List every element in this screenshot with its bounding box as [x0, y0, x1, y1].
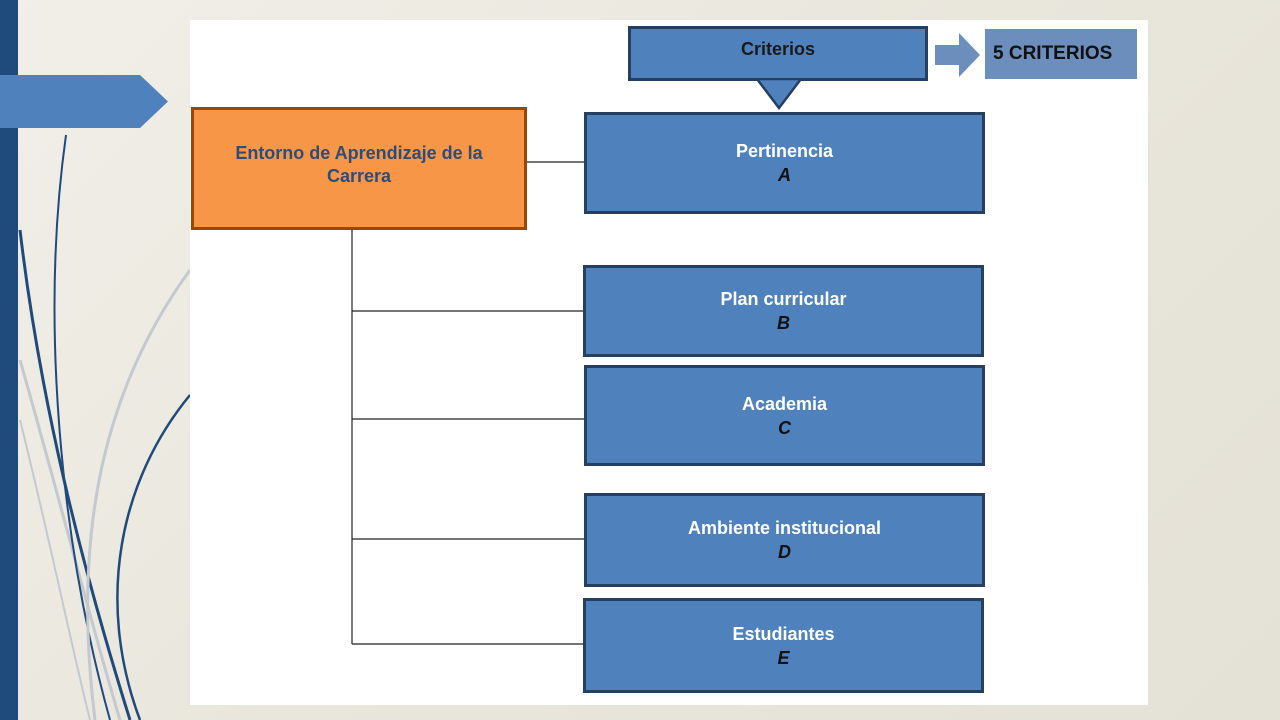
- criterion-node-a: Pertinencia A: [584, 112, 985, 214]
- right-arrow-icon: [935, 33, 980, 77]
- left-accent-bar: [0, 0, 18, 720]
- decorative-swirls: [18, 134, 192, 720]
- criterion-code: B: [777, 313, 790, 333]
- root-node-label: Entorno de Aprendizaje de la Carrera: [235, 143, 483, 186]
- criteria-header-label: Criterios: [740, 39, 816, 59]
- criterion-name: Ambiente institucional: [687, 518, 882, 538]
- criterion-name: Plan curricular: [720, 289, 847, 309]
- decorative-arrow-shape: [0, 75, 168, 128]
- criterion-node-b: Plan curricular B: [583, 265, 984, 357]
- criteria-count-label: 5 CRITERIOS: [993, 43, 1113, 64]
- criteria-count-box: 5 CRITERIOS: [985, 29, 1137, 79]
- criterion-code: D: [778, 542, 791, 562]
- criterion-name: Academia: [741, 393, 828, 414]
- root-node: Entorno de Aprendizaje de la Carrera: [191, 107, 527, 230]
- criterion-node-e: Estudiantes E: [583, 598, 984, 693]
- criterion-code: A: [778, 165, 791, 185]
- criterion-node-d: Ambiente institucional D: [584, 493, 985, 587]
- criterion-name: Pertinencia: [735, 141, 834, 161]
- down-arrow-icon: [755, 78, 803, 110]
- criteria-header-box: Criterios: [628, 26, 928, 81]
- criterion-node-c: Academia C: [584, 365, 985, 466]
- diagram-canvas: Entorno de Aprendizaje de la Carrera Cri…: [190, 20, 1148, 705]
- criterion-code: E: [777, 647, 790, 668]
- criterion-code: C: [778, 417, 791, 438]
- criterion-name: Estudiantes: [732, 623, 835, 644]
- connector-lines: [351, 161, 585, 645]
